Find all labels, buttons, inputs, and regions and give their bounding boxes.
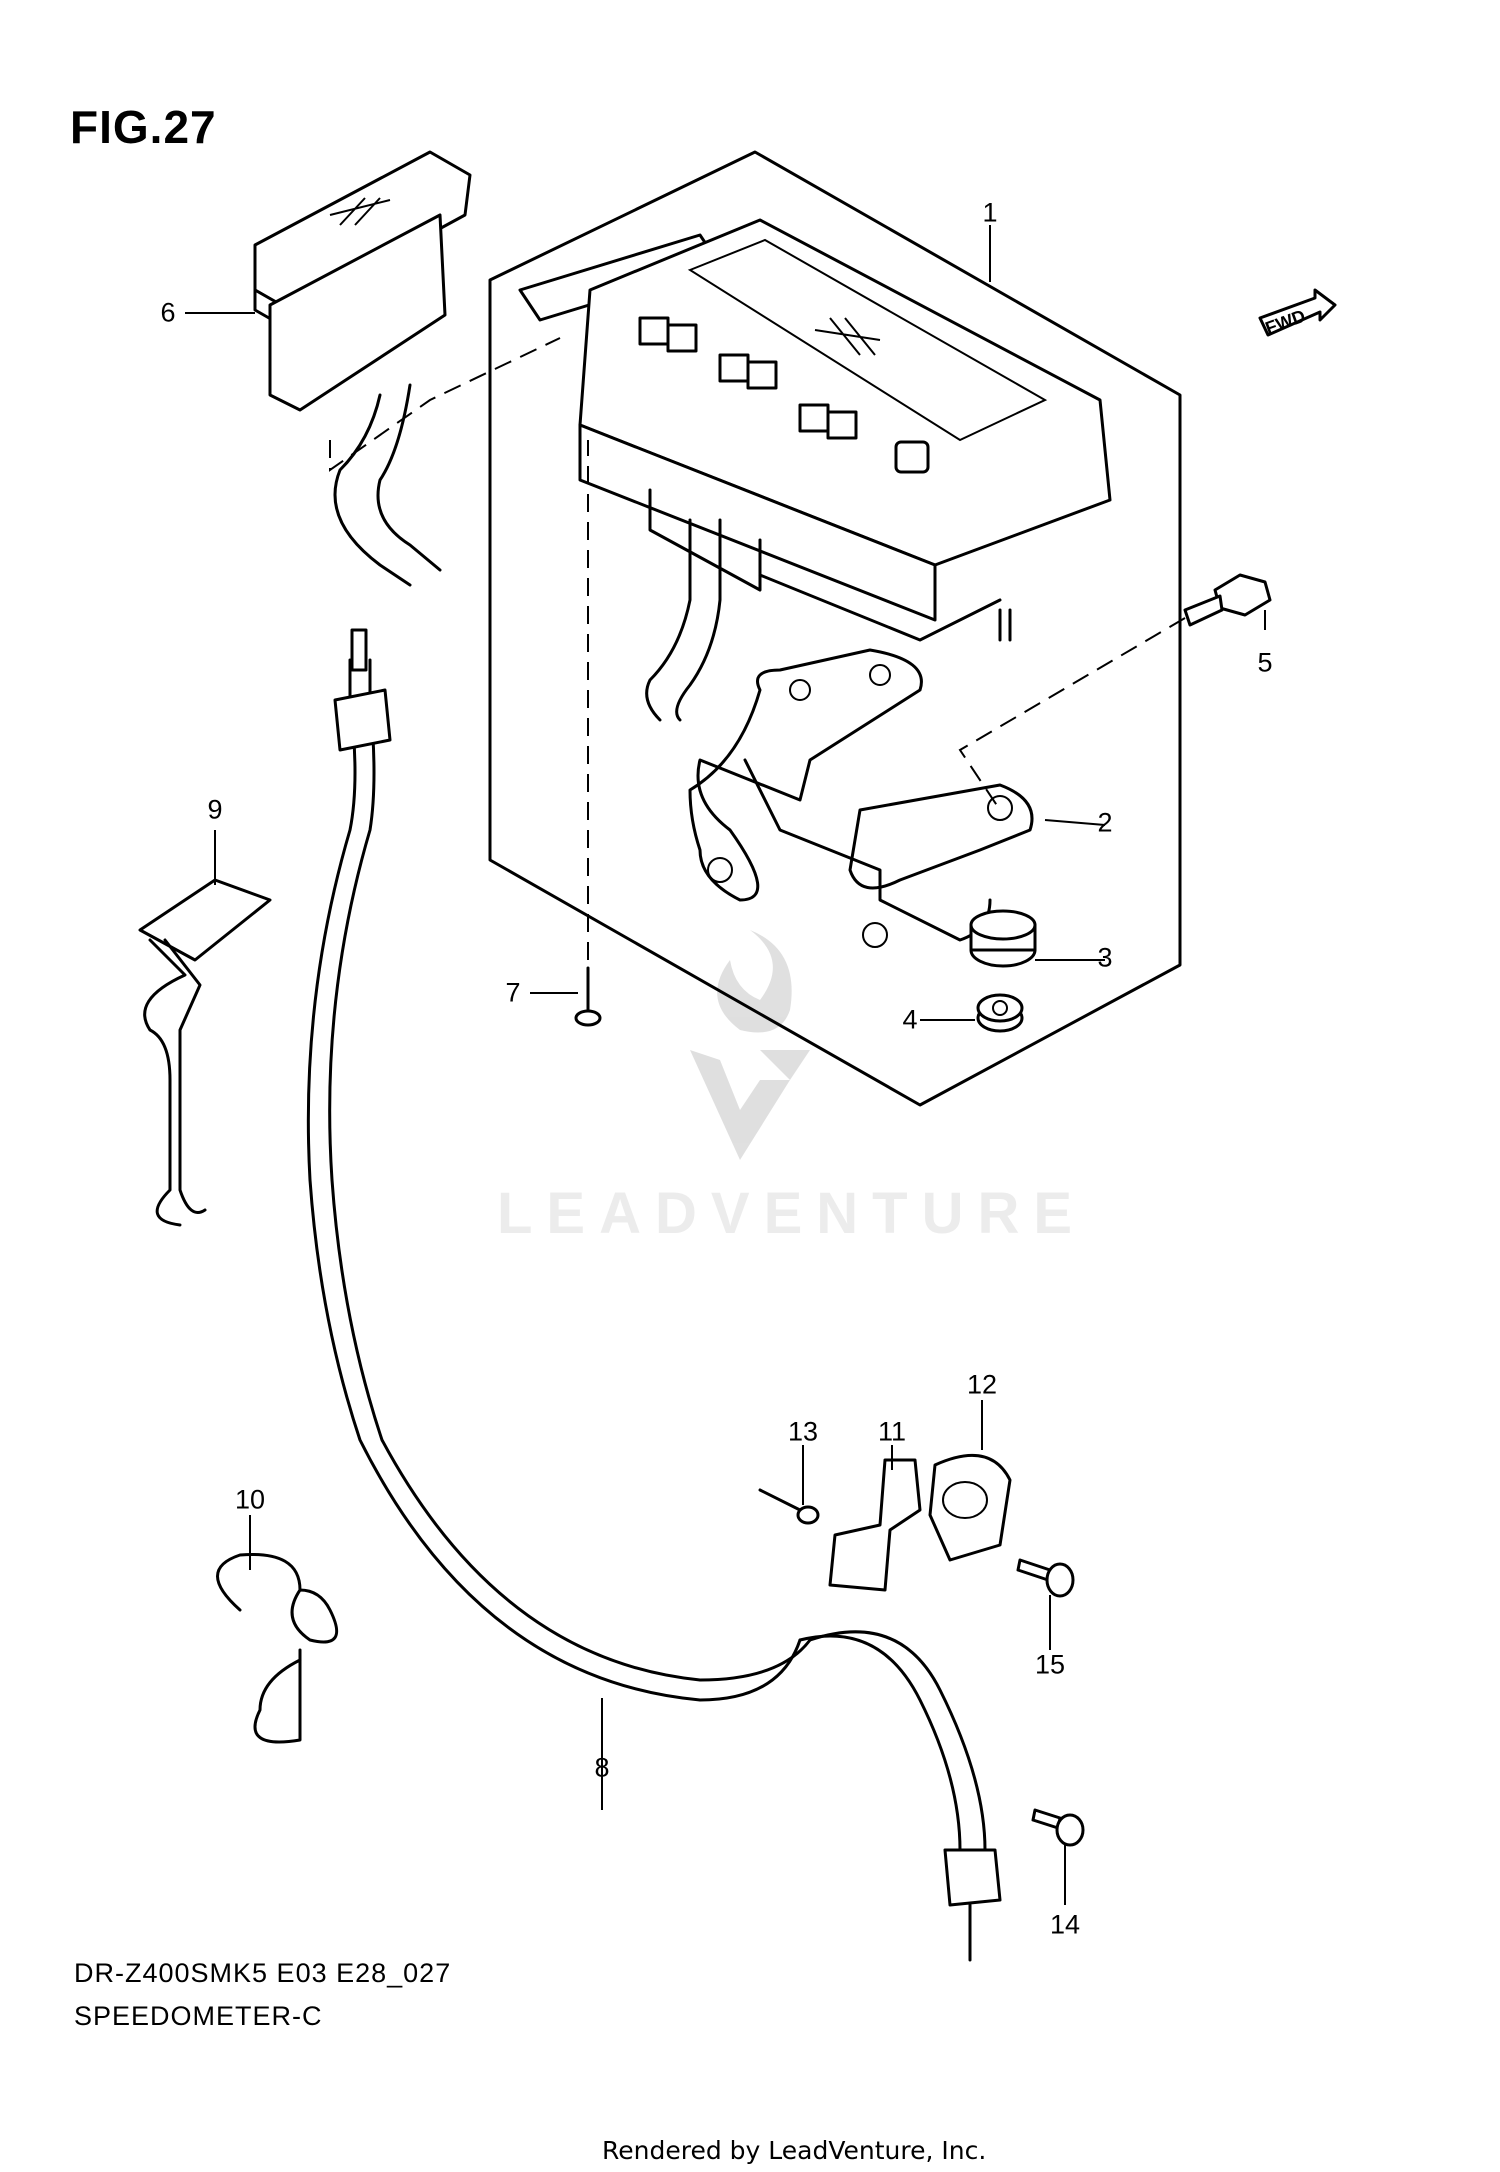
callout-2: 2 — [1097, 807, 1113, 838]
screw-14 — [1031, 1808, 1085, 1847]
watermark-text: LEADVENTURE — [497, 1181, 1087, 1246]
assembly-outline — [488, 150, 1182, 1107]
wire-clamp — [216, 1552, 339, 1744]
leader-lines — [185, 225, 1266, 1905]
callout-11: 11 — [877, 1416, 907, 1447]
callout-4: 4 — [902, 1004, 918, 1035]
fwd-arrow-icon — [1258, 288, 1337, 337]
tapping-screw — [574, 966, 602, 1027]
screw-15 — [1016, 1558, 1075, 1598]
callout-7: 7 — [505, 977, 521, 1008]
callout-15: 15 — [1034, 1649, 1066, 1680]
cable-clip — [138, 878, 272, 1227]
cable-guide-bracket — [828, 1458, 922, 1592]
render-credit: Rendered by LeadVenture, Inc. — [602, 2136, 987, 2165]
bolt — [1183, 573, 1272, 627]
callout-5: 5 — [1257, 647, 1273, 678]
grommet — [969, 909, 1037, 968]
callout-10: 10 — [234, 1484, 266, 1515]
leadventure-logo-mark — [690, 930, 810, 1160]
indicator-lamp-unit — [253, 150, 472, 587]
callout-8: 8 — [594, 1752, 610, 1783]
callout-3: 3 — [1097, 942, 1113, 973]
callout-1: 1 — [982, 197, 998, 228]
callout-6: 6 — [160, 297, 176, 328]
small-screw — [758, 1488, 820, 1525]
callout-12: 12 — [966, 1369, 998, 1400]
speedometer-housing — [518, 218, 1112, 722]
flange-nut — [976, 993, 1024, 1033]
figure-name: SPEEDOMETER-C — [74, 2001, 323, 2031]
callout-13: 13 — [787, 1416, 819, 1447]
figure-title: FIG.27 — [70, 101, 217, 153]
meter-bracket — [688, 648, 1034, 902]
callout-9: 9 — [207, 794, 223, 825]
speedometer-cable — [306, 628, 1002, 1962]
model-code: DR-Z400SMK5 E03 E28_027 — [74, 1958, 452, 1988]
cable-guide — [928, 1453, 1012, 1562]
callout-14: 14 — [1049, 1909, 1081, 1940]
